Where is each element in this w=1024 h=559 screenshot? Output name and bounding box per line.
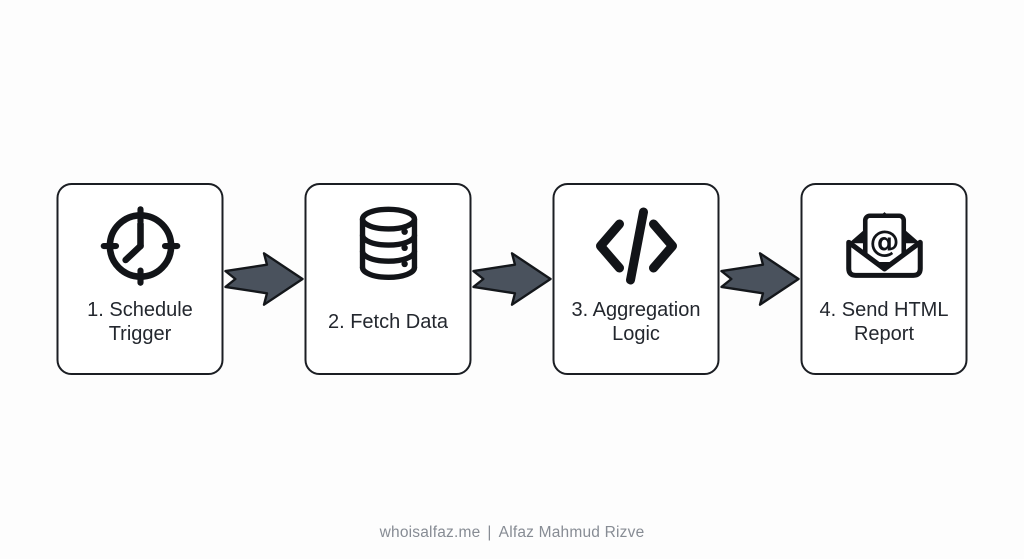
workflow-diagram: 1. Schedule Trigger [56,183,968,375]
footer-separator: | [487,524,492,541]
arrow-right-icon [472,252,552,306]
step-box-send-html-report: @ 4. Send HTML Report [800,183,968,375]
footer-site: whoisalfaz.me [379,524,481,541]
step-label: 3. Aggregation Logic [571,299,701,345]
step-label: 2. Fetch Data [327,311,449,333]
at-symbol: @ [869,225,899,260]
arrow-right-icon [224,252,304,306]
arrow-right-icon [720,252,800,306]
step-label: 1. Schedule Trigger [87,299,193,345]
step-box-schedule-trigger: 1. Schedule Trigger [56,183,224,375]
clock-icon [59,200,222,292]
footer-author: Alfaz Mahmud Rizve [498,524,645,541]
database-icon [307,200,470,292]
email-icon: @ [803,200,966,292]
step-box-aggregation-logic: 3. Aggregation Logic [552,183,720,375]
footer-credit: whoisalfaz.me | Alfaz Mahmud Rizve [0,524,1024,542]
code-icon [555,200,718,292]
step-label: 4. Send HTML Report [819,299,949,345]
step-box-fetch-data: 2. Fetch Data [304,183,472,375]
